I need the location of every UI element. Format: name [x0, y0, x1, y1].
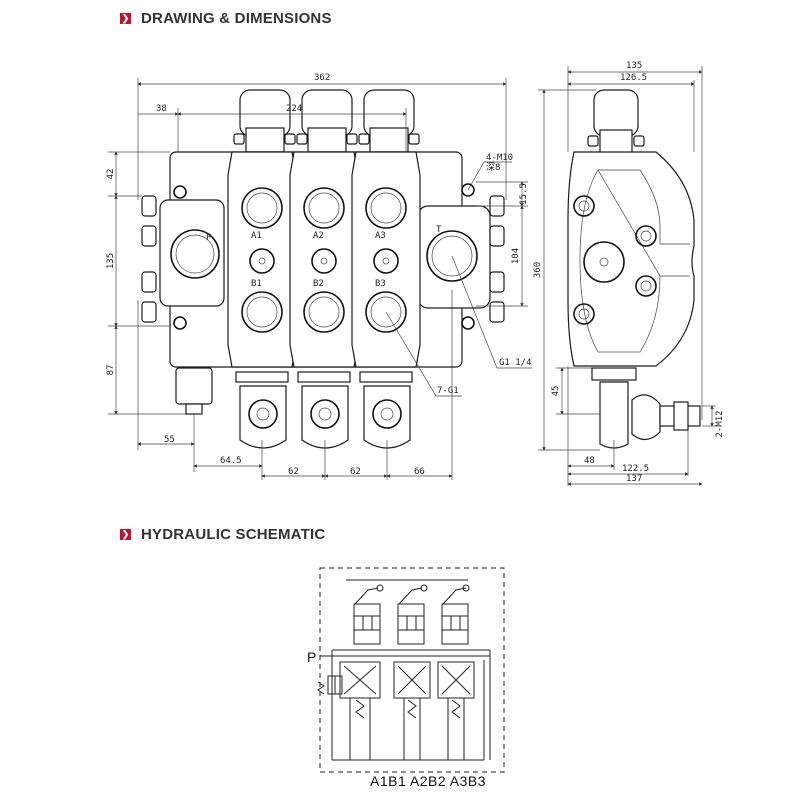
- dim-135-side: 135: [626, 61, 642, 71]
- dim-137: 137: [626, 474, 642, 484]
- lever-bosses: [235, 371, 413, 449]
- schematic-boundary: [319, 567, 505, 773]
- left-bolts: [141, 185, 187, 330]
- label-mount-thread: 4-M10: [486, 153, 513, 163]
- section-3: [437, 587, 475, 760]
- dim-15-5: 15.5: [519, 183, 529, 205]
- work-ports: [241, 187, 407, 333]
- dim-87: 87: [106, 365, 116, 376]
- outlet-cover: [417, 205, 491, 309]
- schematic-port-labels: A1B1 A2B2 A3B3: [370, 773, 486, 789]
- drawing-section-header: ❯ DRAWING & DIMENSIONS: [120, 10, 332, 27]
- dim-66: 66: [414, 467, 425, 477]
- dim-55: 55: [164, 435, 175, 445]
- hydraulic-schematic: P: [307, 567, 505, 789]
- dim-126-5: 126.5: [620, 73, 647, 83]
- schematic-section-title: HYDRAULIC SCHEMATIC: [141, 526, 326, 543]
- red-chevron-icon: ❯: [120, 529, 131, 540]
- dim-45: 45: [551, 386, 561, 397]
- side-body: [567, 151, 695, 367]
- dim-48: 48: [584, 456, 595, 466]
- section-1: [339, 587, 381, 760]
- label-a1: A1: [251, 231, 262, 241]
- drawing-section-title: DRAWING & DIMENSIONS: [141, 10, 332, 27]
- section-2: [393, 587, 431, 760]
- label-b3: B3: [375, 279, 386, 289]
- dim-360: 360: [533, 262, 543, 278]
- label-g14: G1 1/4: [499, 358, 532, 368]
- label-a3: A3: [375, 231, 386, 241]
- dim-42: 42: [106, 169, 116, 180]
- dim-38: 38: [156, 104, 167, 114]
- label-t: T: [436, 225, 442, 235]
- actuator-caps: [233, 89, 420, 153]
- side-view: 135 126.5 360 45 48 122.5 137 2-M12: [533, 61, 725, 486]
- dim-362: 362: [314, 73, 330, 83]
- schematic-port-p: P: [307, 649, 316, 665]
- label-g7: 7-G1: [437, 386, 459, 396]
- dim-122-5: 122.5: [622, 464, 649, 474]
- dim-104: 104: [511, 248, 521, 264]
- dim-135: 135: [106, 253, 116, 269]
- pressure-port: [170, 229, 220, 279]
- front-view: P T A1 A2 A3 B1 B2 B3 4-M10 深8 G1 1/4 7-…: [106, 73, 532, 480]
- label-mount-depth: 深8: [486, 162, 500, 173]
- label-b1: B1: [251, 279, 262, 289]
- label-b2: B2: [313, 279, 324, 289]
- dim-224: 224: [286, 104, 302, 114]
- right-bolts: [461, 183, 505, 330]
- label-p: P: [206, 233, 212, 243]
- label-a2: A2: [313, 231, 324, 241]
- dim-64-5: 64.5: [220, 456, 242, 466]
- dim-62-a: 62: [288, 467, 299, 477]
- inlet-cover: [159, 199, 225, 307]
- spool-sections: [227, 151, 421, 368]
- red-chevron-icon: ❯: [120, 13, 131, 24]
- dim-62-b: 62: [350, 467, 361, 477]
- dim-2-m12: 2-M12: [715, 410, 725, 437]
- schematic-section-header: ❯ HYDRAULIC SCHEMATIC: [120, 526, 325, 543]
- tank-port: [426, 230, 478, 282]
- relief-valve: [175, 367, 213, 405]
